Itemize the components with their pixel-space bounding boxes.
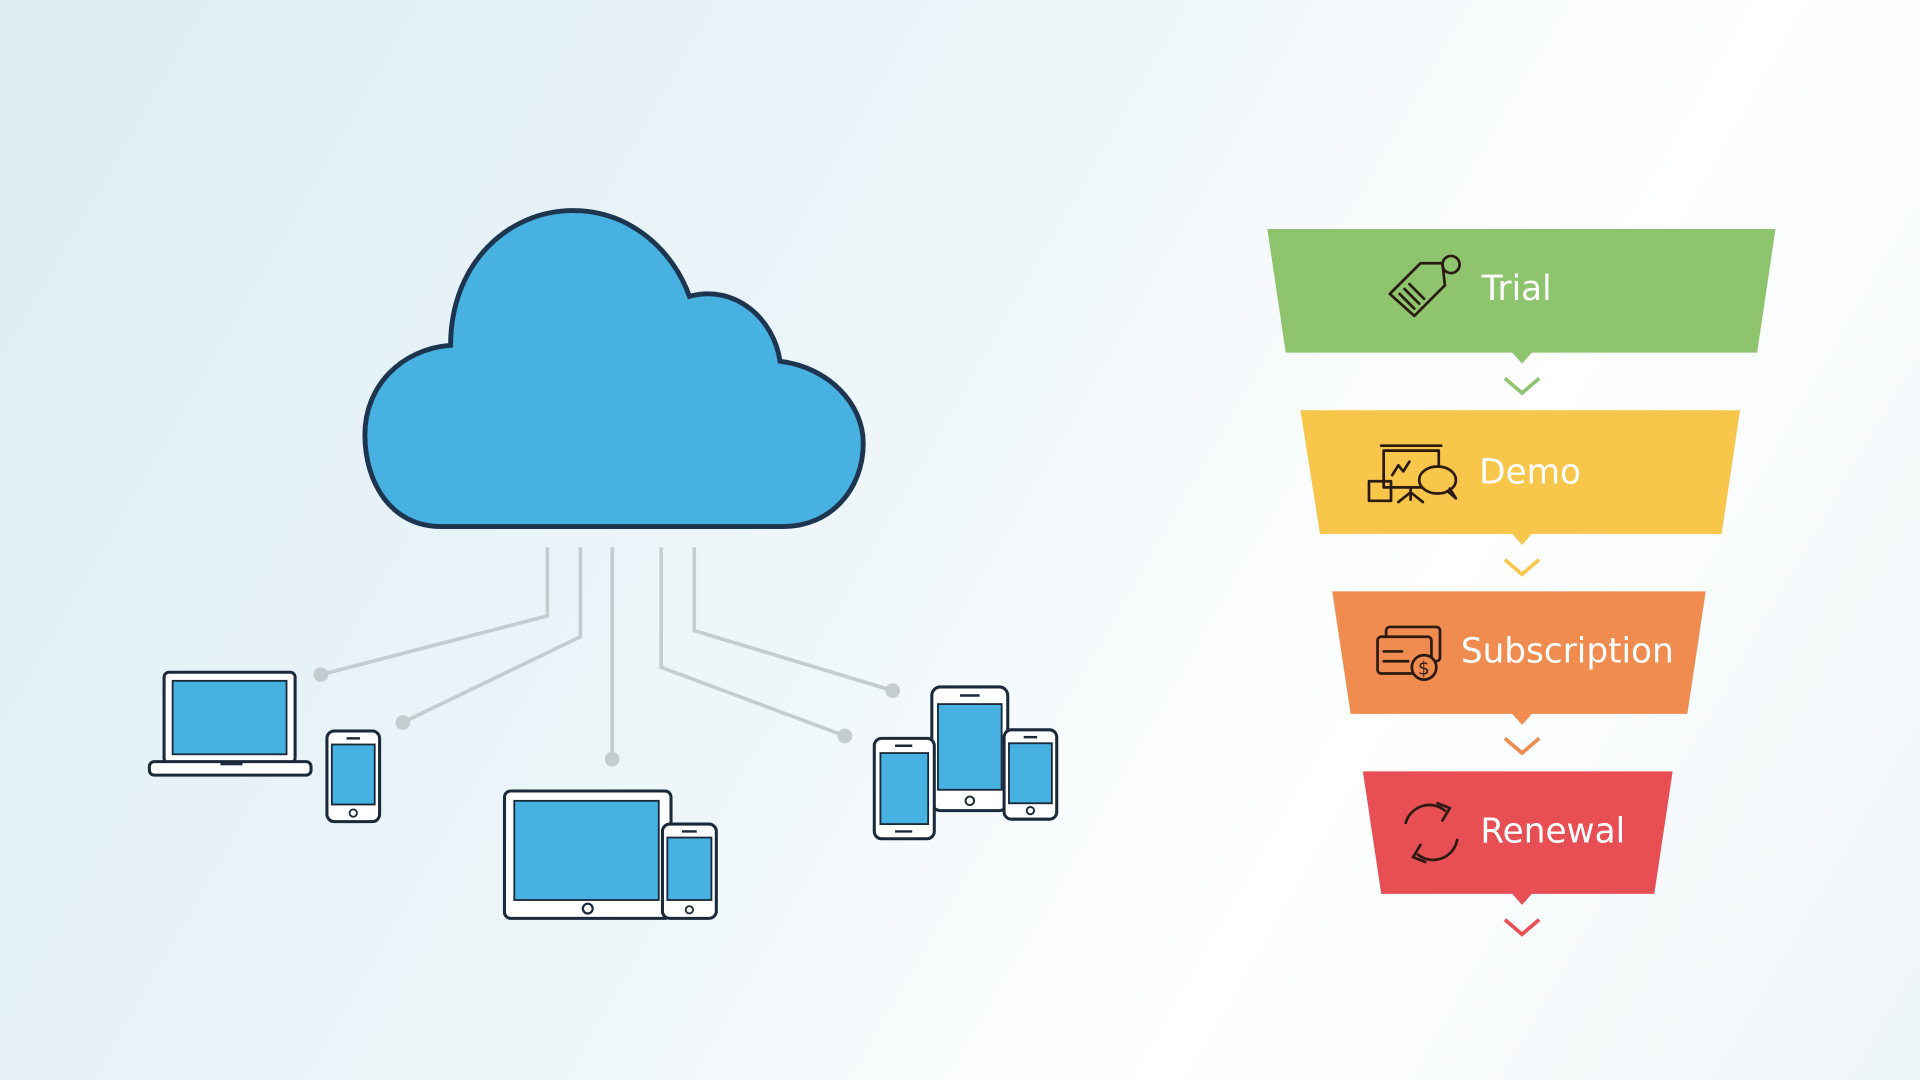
presentation-chat-icon: [1367, 444, 1458, 504]
funnel-stage-renewal[interactable]: Renewal: [1362, 771, 1673, 905]
phone-icon: [1002, 728, 1059, 821]
laptop-icon: [147, 670, 313, 777]
phone-icon: [872, 736, 936, 841]
funnel: Trial Demo $ Su: [1267, 228, 1776, 937]
chevron-down-icon: [1503, 376, 1541, 396]
price-tag-icon: [1388, 254, 1461, 318]
phone-icon: [325, 729, 382, 824]
phone-icon: [660, 822, 718, 920]
cloud-icon: [362, 208, 866, 529]
chevron-down-icon: [1503, 558, 1541, 577]
connector-laptop: [320, 547, 550, 677]
tablet-icon: [502, 789, 673, 920]
stage-label: Demo: [1479, 453, 1581, 493]
connector-lines: [313, 547, 900, 767]
chevron-down-icon: [1503, 736, 1541, 756]
stage-label: Subscription: [1461, 631, 1674, 671]
phone-icon: [930, 685, 1010, 813]
chevron-down-icon: [1503, 918, 1541, 937]
stage-label: Trial: [1481, 269, 1552, 309]
svg-text:$: $: [1418, 659, 1430, 680]
stage-label: Renewal: [1480, 811, 1625, 851]
funnel-stage-subscription[interactable]: $ Subscription: [1332, 591, 1706, 725]
funnel-stage-demo[interactable]: Demo: [1300, 410, 1740, 545]
connector-phones-a: [659, 547, 846, 738]
connector-phone-1: [402, 547, 583, 725]
connector-phones-b: [692, 547, 894, 693]
refresh-cycle-icon: [1404, 801, 1459, 864]
credit-card-dollar-icon: $: [1376, 625, 1442, 681]
funnel-stage-trial[interactable]: Trial: [1267, 228, 1776, 364]
